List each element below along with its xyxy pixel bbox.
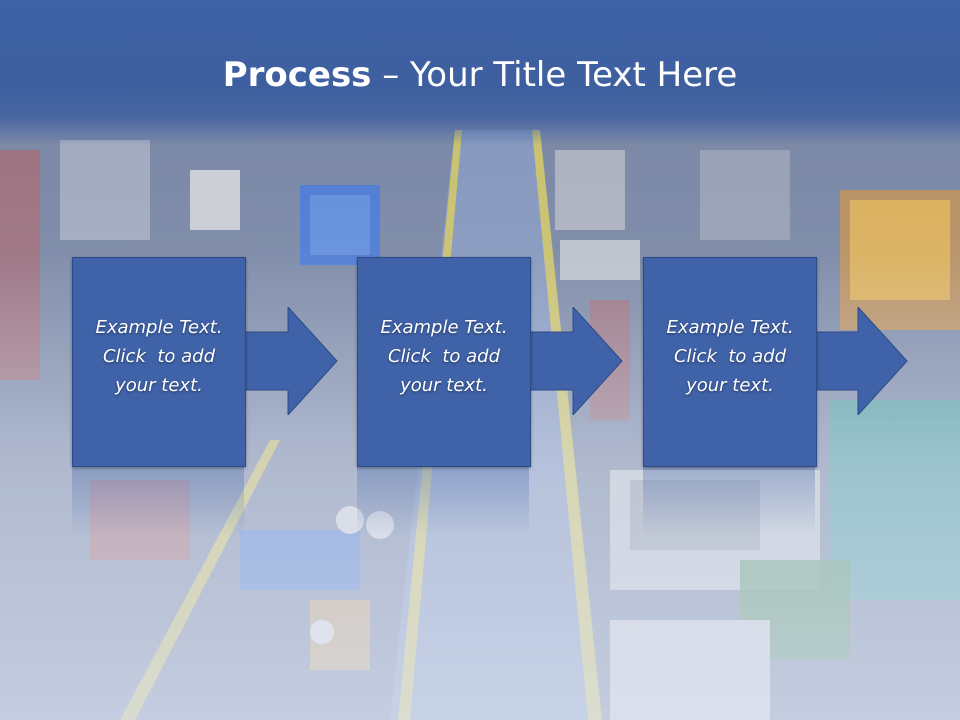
- step-2-line-3: your text.: [400, 375, 488, 396]
- step-2-arrow-icon: [525, 307, 623, 415]
- title-bold-part: Process: [222, 55, 372, 95]
- step-3-box[interactable]: Example Text. Click to add your text.: [643, 257, 817, 467]
- step-3-line-1: Example Text.: [666, 317, 794, 338]
- step-1-arrow-icon: [240, 307, 338, 415]
- step-1-line-2: Click to add: [102, 346, 215, 367]
- step-2-line-1: Example Text.: [380, 317, 508, 338]
- title-rest-part: – Your Title Text Here: [371, 55, 738, 95]
- step-2-text[interactable]: Example Text. Click to add your text.: [358, 313, 530, 400]
- title-banner: [0, 0, 960, 145]
- step-3-line-2: Click to add: [673, 346, 786, 367]
- step-3-text[interactable]: Example Text. Click to add your text.: [644, 313, 816, 400]
- step-1-reflection: [72, 466, 244, 536]
- step-1-box[interactable]: Example Text. Click to add your text.: [72, 257, 246, 467]
- step-2-box[interactable]: Example Text. Click to add your text.: [357, 257, 531, 467]
- step-1-line-3: your text.: [115, 375, 203, 396]
- step-3-reflection: [643, 466, 815, 536]
- step-1-text[interactable]: Example Text. Click to add your text.: [73, 313, 245, 400]
- step-3-line-3: your text.: [686, 375, 774, 396]
- step-1-line-1: Example Text.: [95, 317, 223, 338]
- slide-title[interactable]: Process – Your Title Text Here: [0, 52, 960, 98]
- step-3-arrow-icon: [810, 307, 908, 415]
- step-2-line-2: Click to add: [387, 346, 500, 367]
- step-2-reflection: [357, 466, 529, 536]
